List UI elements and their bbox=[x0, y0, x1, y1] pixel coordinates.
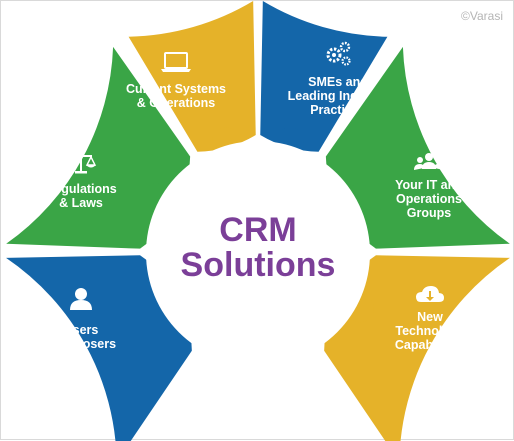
segment-label-regulations-laws-line-1: Regulations bbox=[45, 182, 117, 196]
segment-shape-smes-practices bbox=[260, 1, 388, 152]
segment-label-users-choosers-line-1: Users bbox=[64, 323, 99, 337]
cloud-download-icon bbox=[416, 286, 444, 302]
center-title-line-1: CRM bbox=[219, 211, 296, 249]
segment-label-it-operations-line-3: Groups bbox=[407, 206, 451, 220]
segment-label-smes-practices-line-2: Leading Industry bbox=[288, 89, 389, 103]
segment-label-users-choosers-line-2: & Choosers bbox=[46, 337, 116, 351]
segment-label-new-technology-line-3: Capabilities bbox=[395, 338, 465, 352]
segment-label-it-operations-line-1: Your IT and bbox=[395, 178, 463, 192]
segment-shape-current-systems bbox=[128, 1, 256, 152]
segment-users-choosers: Users& Choosers bbox=[6, 255, 192, 441]
segment-label-it-operations-line-2: Operations bbox=[396, 192, 462, 206]
laptop-icon bbox=[161, 52, 191, 72]
scales-icon bbox=[65, 153, 97, 174]
segment-label-new-technology-line-2: Technology bbox=[395, 324, 464, 338]
segment-label-smes-practices-line-1: SMEs and bbox=[308, 75, 368, 89]
watermark: ©Varasi bbox=[461, 9, 503, 23]
segment-label-current-systems-line-2: & Operations bbox=[137, 96, 216, 110]
segment-label-current-systems-line-1: Current Systems bbox=[126, 82, 226, 96]
segment-label-smes-practices-line-3: Practices bbox=[310, 103, 366, 117]
segment-label-new-technology-line-1: New bbox=[417, 310, 443, 324]
gears-icon bbox=[326, 41, 351, 66]
center-disc bbox=[146, 141, 370, 365]
center-title-line-2: Solutions bbox=[181, 246, 336, 284]
group-icon bbox=[414, 153, 444, 170]
user-icon bbox=[70, 288, 92, 310]
segment-label-regulations-laws-line-2: & Laws bbox=[59, 196, 103, 210]
